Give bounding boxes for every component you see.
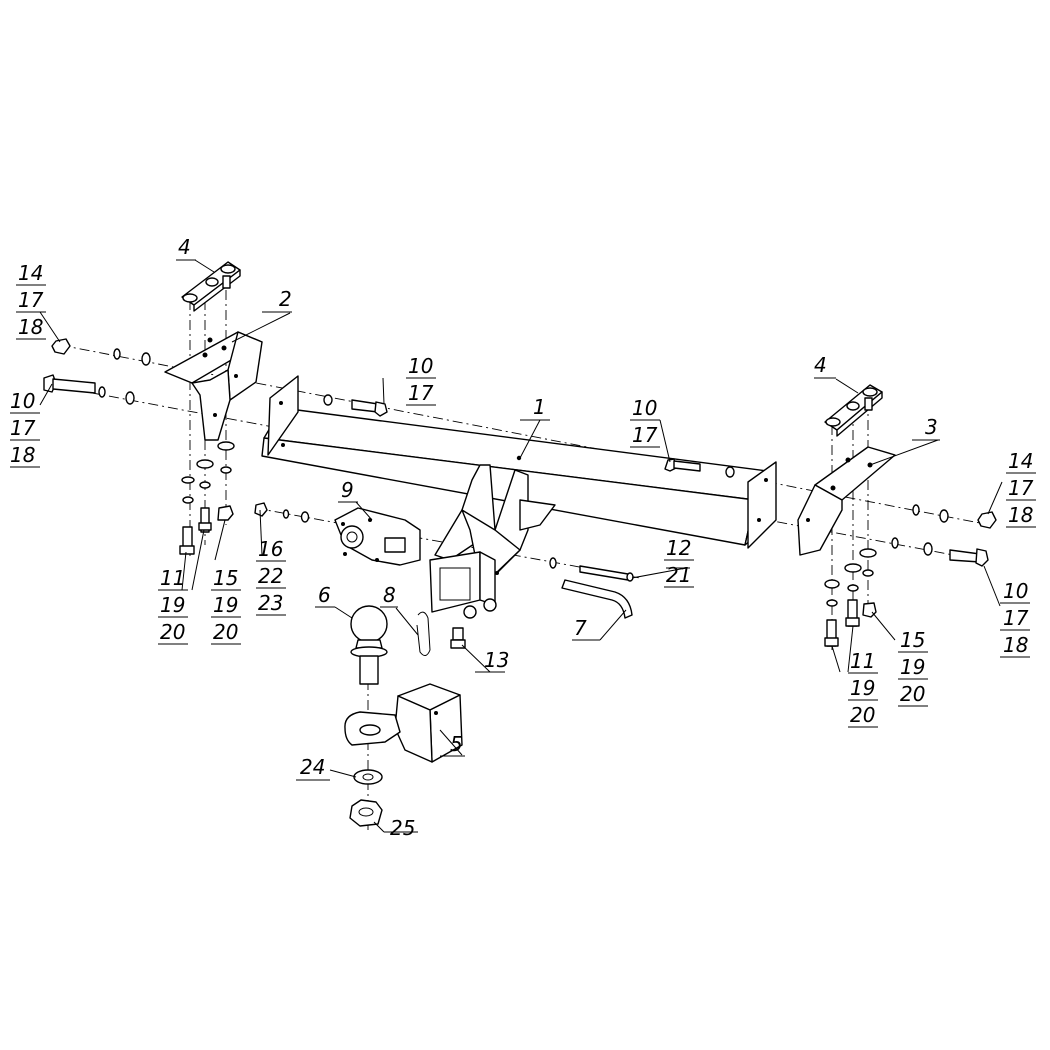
callout-14-right-line-1: 14 <box>1008 449 1033 473</box>
callout-11-right-line-1: 11 <box>850 649 875 673</box>
callout-6-line-1: 6 <box>318 583 331 607</box>
callout-16-line-1: 16 <box>258 537 283 561</box>
callout-15-right-line-1: 15 <box>900 628 925 652</box>
callout-10-beam-left-line-2: 17 <box>408 381 434 405</box>
part-4-clamp-plate-right <box>824 384 883 437</box>
part-7-hook-pin <box>561 579 633 619</box>
callout-15-left-line-2: 19 <box>213 593 238 617</box>
callout-4-right-line-1: 4 <box>814 353 827 377</box>
beam-bolts <box>323 394 735 478</box>
callout-10-beam-left-line-1: 10 <box>408 354 433 378</box>
callout-15-right-line-2: 19 <box>900 655 925 679</box>
callout-1-line-1: 1 <box>533 395 546 419</box>
left-fasteners <box>43 338 235 555</box>
callout-14-left-line-2: 17 <box>18 288 44 312</box>
callout-11-right-line-2: 19 <box>850 676 875 700</box>
callout-10-beam-right-line-1: 10 <box>632 396 657 420</box>
callout-11-left-line-3: 20 <box>160 620 185 644</box>
callout-14-left-line-1: 14 <box>18 261 43 285</box>
callout-25-line-1: 25 <box>390 816 415 840</box>
leader-lines <box>39 259 1003 833</box>
callout-24-line-1: 24 <box>300 755 325 779</box>
part-12-pin-assembly <box>549 557 634 582</box>
part-8-clip <box>416 611 431 656</box>
part-2-left-bracket <box>164 331 263 441</box>
callout-15-left-line-1: 15 <box>213 566 238 590</box>
part-25-nut <box>349 799 383 827</box>
part-3-right-bracket <box>797 446 896 556</box>
callout-12-line-1: 12 <box>666 536 691 560</box>
callout-10-left-line-2: 17 <box>10 416 36 440</box>
callout-5-line-1: 5 <box>450 732 463 756</box>
callout-10-beam-right-line-2: 17 <box>632 423 658 447</box>
part-4-clamp-plate-left <box>181 261 241 312</box>
part-9-socket-plate <box>254 502 421 566</box>
callout-11-right-line-3: 20 <box>850 703 875 727</box>
callout-16-line-3: 23 <box>258 591 283 615</box>
callout-11-left-line-1: 11 <box>160 566 185 590</box>
part-1-cross-beam <box>261 375 777 619</box>
callout-12-line-2: 21 <box>666 563 691 587</box>
callout-13-line-1: 13 <box>484 648 509 672</box>
callout-14-right-line-3: 18 <box>1008 503 1033 527</box>
callout-15-right-line-3: 20 <box>900 682 925 706</box>
part-24-washer <box>353 769 383 785</box>
callout-14-left-line-3: 18 <box>18 315 43 339</box>
callout-3-line-1: 3 <box>925 415 938 439</box>
callout-2-line-1: 2 <box>279 287 292 311</box>
callout-4-left-line-1: 4 <box>178 235 191 259</box>
callout-10-right-line-3: 18 <box>1003 633 1028 657</box>
part-5-ball-mount <box>344 683 463 763</box>
callout-labels: 1 2 3 4 4 5 6 7 8 9 10 17 18 10 17 10 17… <box>10 235 1034 840</box>
callout-11-left-line-2: 19 <box>160 593 185 617</box>
part-6-tow-ball <box>350 605 388 685</box>
callout-10-left-line-1: 10 <box>10 389 35 413</box>
callout-10-right-line-2: 17 <box>1003 606 1029 630</box>
right-fasteners <box>824 504 997 647</box>
callout-10-left-line-3: 18 <box>10 443 35 467</box>
callout-16-line-2: 22 <box>258 564 283 588</box>
stack-underlines <box>10 284 1036 728</box>
part-13-bolt <box>450 627 466 649</box>
callout-14-right-line-2: 17 <box>1008 476 1034 500</box>
callout-15-left-line-3: 20 <box>213 620 238 644</box>
callout-8-line-1: 8 <box>383 583 396 607</box>
callout-10-right-line-1: 10 <box>1003 579 1028 603</box>
callout-7-line-1: 7 <box>574 616 587 640</box>
callout-9-line-1: 9 <box>341 478 354 502</box>
